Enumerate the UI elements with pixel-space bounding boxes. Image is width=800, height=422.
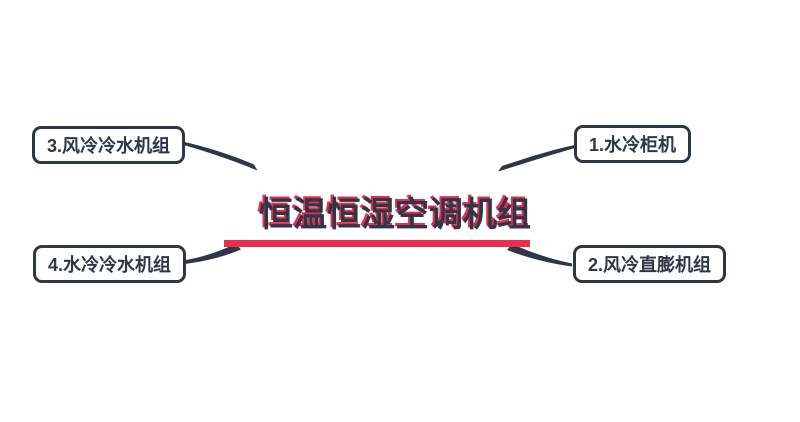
topic-node-2[interactable]: 2.风冷直膨机组 (573, 245, 727, 283)
branch-to-topic-3 (178, 140, 258, 171)
topic-node-3[interactable]: 3.风冷冷水机组 (32, 126, 186, 164)
branch-to-topic-1 (498, 145, 575, 172)
topic-node-1[interactable]: 1.水冷柜机 (574, 125, 692, 163)
central-topic-underline (224, 240, 530, 247)
central-topic[interactable]: 恒温恒湿空调机组 (259, 196, 531, 234)
branch-to-topic-2 (507, 244, 572, 267)
topic-node-4[interactable]: 4.水冷冷水机组 (33, 245, 187, 283)
